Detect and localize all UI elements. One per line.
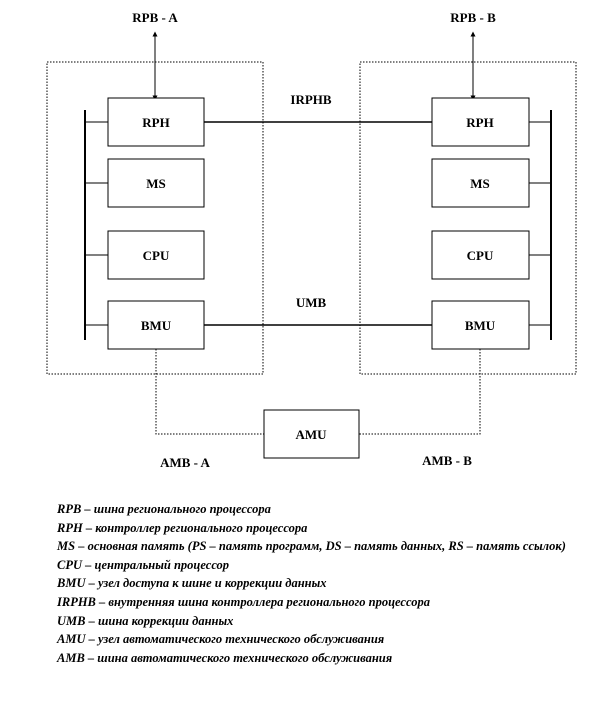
legend-item-rph: RPH – контроллер регионального процессор… — [57, 520, 308, 535]
amb-a-link — [155, 349, 264, 435]
svg-text:MS: MS — [470, 176, 490, 191]
left-rph-box: RPH — [107, 97, 205, 147]
right-unit-frame — [359, 61, 577, 375]
right-ms-box: MS — [431, 158, 530, 208]
amu-box: AMU — [263, 409, 360, 459]
svg-text:CPU: CPU — [467, 248, 494, 263]
left-ms-box: MS — [107, 158, 205, 208]
svg-text:CPU: CPU — [143, 248, 170, 263]
svg-text:RPH: RPH — [466, 115, 493, 130]
legend: RPB – шина регионального процессора RPH … — [57, 500, 592, 667]
amb-b-label: AMB - B — [422, 453, 472, 468]
legend-item-rpb: RPB – шина регионального процессора — [57, 502, 271, 516]
irphb-label: IRPHB — [290, 92, 332, 107]
amb-a-label: AMB - A — [160, 455, 210, 470]
system-diagram: RPB - A RPB - B RPH MS CPU BMU RPH MS — [46, 10, 577, 470]
legend-item-umb: UMB – шина коррекции данных — [57, 613, 234, 628]
legend-item-amu: AMU – узел автоматического технического … — [57, 632, 385, 647]
legend-item-irphb: IRPHB – внутренняя шина контроллера реги… — [57, 594, 430, 609]
legend-item-bmu: BMU – узел доступа к шине и коррекции да… — [57, 576, 327, 591]
rpb-b-label: RPB - B — [450, 10, 496, 25]
left-cpu-box: CPU — [107, 230, 205, 280]
right-bmu-box: BMU — [431, 300, 530, 350]
legend-item-ms: MS – основная память (PS – память програ… — [57, 539, 566, 554]
svg-text:AMU: AMU — [295, 427, 327, 442]
svg-text:RPH: RPH — [142, 115, 169, 130]
svg-text:BMU: BMU — [465, 318, 496, 333]
umb-label: UMB — [296, 295, 327, 310]
legend-item-cpu: CPU – центральный процессор — [57, 557, 230, 572]
svg-text:MS: MS — [146, 176, 166, 191]
left-bmu-box: BMU — [107, 300, 205, 350]
svg-text:BMU: BMU — [141, 318, 172, 333]
legend-item-amb: AMB – шина автоматического технического … — [57, 650, 393, 665]
amb-b-link — [359, 349, 481, 435]
right-rph-box: RPH — [431, 97, 530, 147]
rpb-a-label: RPB - A — [132, 10, 178, 25]
right-cpu-box: CPU — [431, 230, 530, 280]
